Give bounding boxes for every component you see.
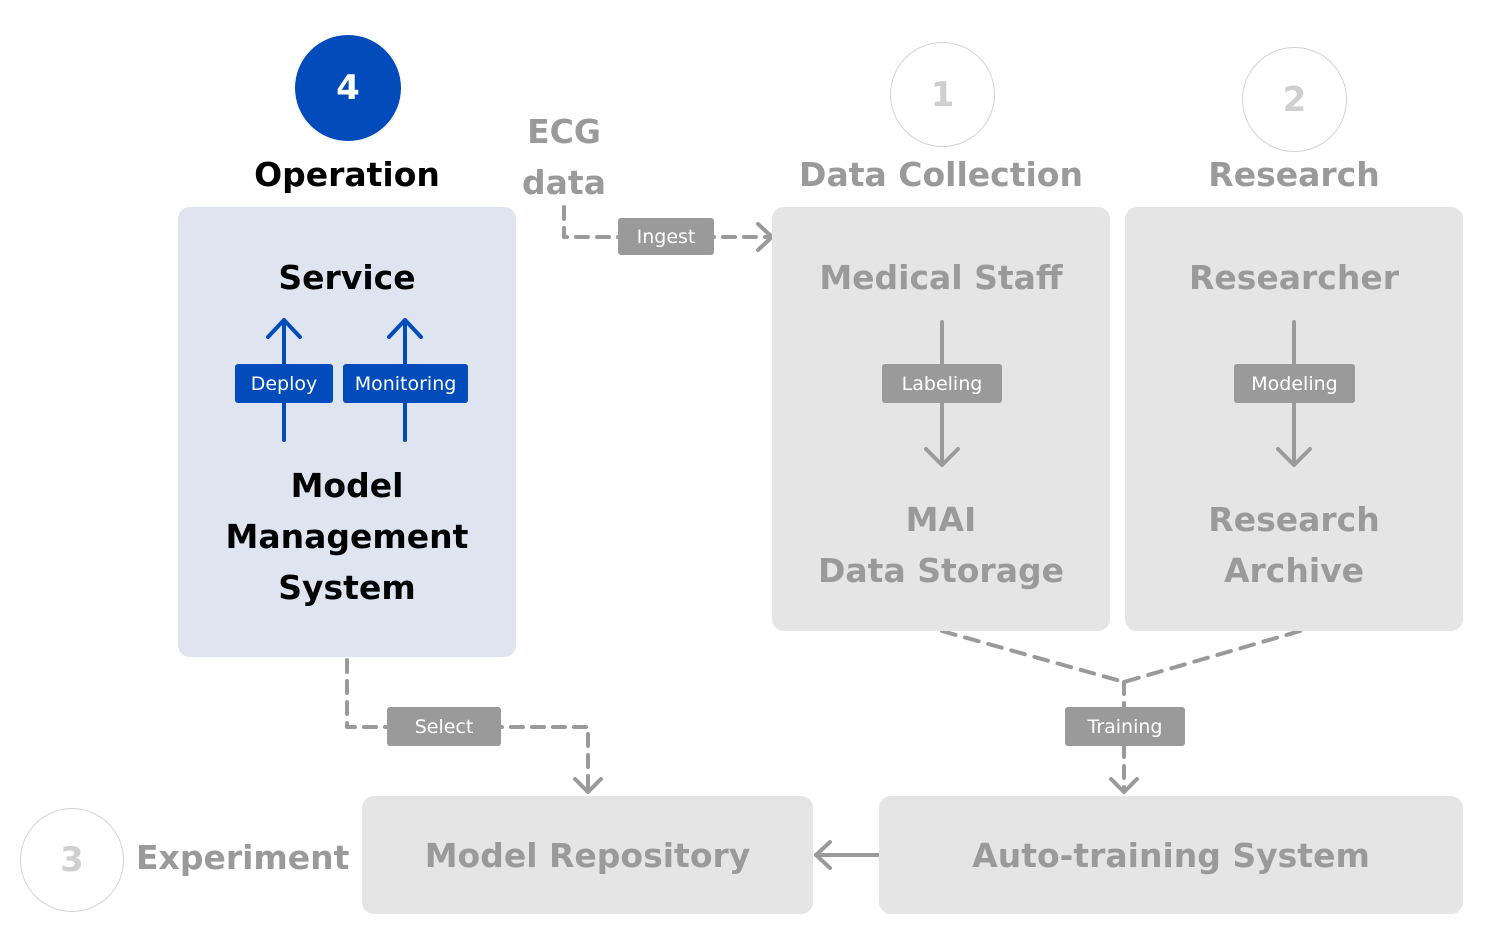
training-connector-right <box>1122 629 1302 684</box>
model-repository-label: Model Repository <box>424 835 751 875</box>
step-4-number: 4 <box>336 68 360 108</box>
step-1-number: 1 <box>930 74 955 115</box>
step-4-badge: 4 <box>295 35 401 141</box>
research-archive-node: Research Archive <box>1125 494 1463 596</box>
medical-staff-node: Medical Staff <box>819 258 1063 297</box>
ingest-tag: Ingest <box>618 218 714 255</box>
step-2-badge: 2 <box>1242 47 1347 152</box>
researcher-node: Researcher <box>1188 258 1400 297</box>
auto-training-node[interactable]: Auto-training System <box>879 796 1463 914</box>
model-repository-node[interactable]: Model Repository <box>362 796 813 914</box>
labeling-tag: Labeling <box>882 364 1002 403</box>
archive-line-2: Archive <box>1223 551 1365 590</box>
step-3-badge: 3 <box>20 808 124 912</box>
operation-panel[interactable] <box>178 207 516 657</box>
monitoring-tag: Monitoring <box>343 364 468 403</box>
deploy-tag: Deploy <box>235 364 333 403</box>
ecg-data-source: ECG data <box>500 106 628 208</box>
select-arrowhead-icon <box>573 777 603 794</box>
training-connector-left <box>940 629 1126 684</box>
ecg-line-2: data <box>522 163 606 202</box>
step-1-badge: 1 <box>890 42 995 147</box>
service-node: Service <box>278 258 416 297</box>
training-tag: Training <box>1065 707 1185 746</box>
mms-line-1: Model <box>290 466 404 505</box>
mms-line-2: Management <box>225 517 469 556</box>
model-management-system-node: Model Management System <box>178 460 516 613</box>
repository-arrowhead-icon <box>814 840 832 870</box>
select-tag: Select <box>387 707 501 746</box>
archive-line-1: Research <box>1208 500 1380 539</box>
mai-data-storage-node: MAI Data Storage <box>772 494 1110 596</box>
phase-title-experiment: Experiment <box>136 838 350 877</box>
training-arrowhead-icon <box>1109 777 1139 794</box>
modeling-tag: Modeling <box>1234 364 1355 403</box>
ecg-line-1: ECG <box>527 112 601 151</box>
storage-line-2: Data Storage <box>818 551 1064 590</box>
phase-title-research: Research <box>1208 155 1380 194</box>
storage-line-1: MAI <box>905 500 977 539</box>
phase-title-data-collection: Data Collection <box>799 155 1083 194</box>
step-3-number: 3 <box>60 840 84 880</box>
auto-training-label: Auto-training System <box>972 835 1370 875</box>
mms-line-3: System <box>278 568 416 607</box>
phase-title-operation: Operation <box>254 155 440 194</box>
step-2-number: 2 <box>1282 79 1307 120</box>
